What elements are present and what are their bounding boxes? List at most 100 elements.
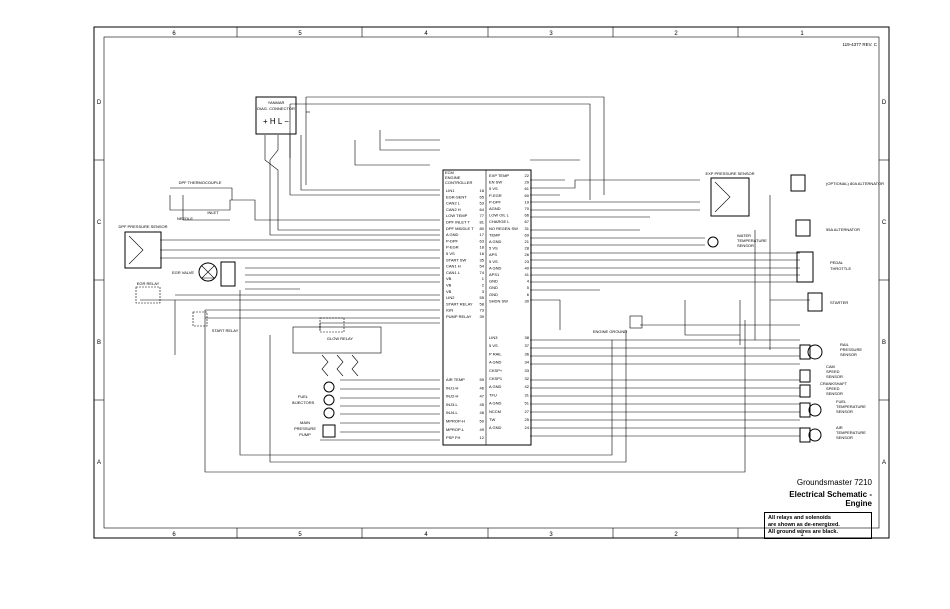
ecm-pin-label: SHDN SW [489, 298, 508, 303]
ecm-pin-number: 27 [525, 409, 530, 414]
ecm-pin-label: INJ4-L [446, 410, 459, 415]
ecm-pin-label: 5 VS [489, 343, 498, 348]
pedal-throttle-label-2: THROTTLE [830, 266, 851, 271]
crank-label-1: CRANKSHAFT [820, 381, 848, 386]
ecm-pin-number: 24 [525, 425, 530, 430]
fuel-temp-label-1: FUEL [836, 399, 847, 404]
crank-label-3: SENSOR [826, 391, 843, 396]
ecm-pin-label: A GND [489, 384, 502, 389]
ecm-pin-label: P-EGR [489, 193, 502, 198]
col-label-bottom-2: 2 [674, 532, 678, 538]
ecm-pin-label: LOW OIL L [489, 213, 510, 218]
col-label-top-2: 2 [674, 31, 678, 37]
ecm-pin-label: P-DPF [446, 238, 459, 243]
ecm-pin-label: INJ2-H [446, 394, 459, 399]
needle-label: NEEDLE [177, 216, 193, 221]
ecm-pin-number: 1 [482, 276, 485, 281]
ecm-pin-number: 40 [525, 265, 530, 270]
dpf-pressure-sensor: DPF PRESSURE SENSOR [118, 224, 168, 269]
ecm-pin-label: TW [489, 417, 495, 422]
note-line-1: All relays and solenoids [768, 515, 831, 521]
outer-border [93, 26, 890, 539]
start-relay: START RELAY [192, 311, 239, 333]
title-block: Groundsmaster 7210 Electrical Schematic … [764, 478, 872, 539]
ecm-pin-number: 73 [480, 308, 485, 313]
ecm-pin-label: START SW [446, 257, 466, 262]
ecm-pin-number: 32 [525, 376, 530, 381]
ecm-pin-label: APS [489, 252, 497, 257]
ecm-pin-number: 12 [480, 435, 485, 440]
water-temp-label-2: TEMPERATURE [737, 238, 767, 243]
egr-relay-label: EGR RELAY [137, 281, 160, 286]
pedal-throttle-label-1: PEDAL [830, 260, 844, 265]
ecm-pin-label: CAN1 H [446, 264, 461, 269]
yanmar-pins: + H L − [263, 117, 289, 126]
ecm-pin-number: 4 [527, 279, 530, 284]
ecm-pin-number: 50 [480, 419, 485, 424]
col-label-bottom-1: 1 [800, 532, 804, 538]
ecm-pin-number: 31 [525, 226, 530, 231]
ecm-pin-number: 49 [480, 427, 485, 432]
ecm-pin-number: 33 [525, 368, 530, 373]
dpf-thermocouple: DPF THERMOCOUPLE NEEDLE INLET [170, 180, 233, 221]
ecm-pin-label: CAN2 H [446, 207, 461, 212]
ecm-pin-label: TEMP [489, 232, 500, 237]
ecm-pin-label: NCCM [489, 409, 501, 414]
ecm-pin-number: 66 [525, 213, 530, 218]
ecm-pin-number: 28 [525, 246, 530, 251]
ecm-pin-number: 23 [525, 259, 530, 264]
air-temp-sensor: AIR TEMPERATURE SENSOR [799, 425, 866, 443]
dpf-thermocouple-label: DPF THERMOCOUPLE [179, 180, 222, 185]
engine-ground: ENGINE GROUND [593, 315, 643, 334]
egr-valve: EGR VALVE [172, 261, 236, 287]
note-line-3: All ground wires are black. [768, 529, 838, 535]
crankshaft-speed-sensor: CRANKSHAFT SPEED SENSOR [799, 381, 848, 398]
ecm-pin-number: 58 [480, 301, 485, 306]
ecm-pin-label: P-DPF [489, 199, 502, 204]
ecm-pin-label: DPF INLET T [446, 220, 470, 225]
starter: STARTER [807, 292, 848, 312]
row-label-left-a: A [97, 460, 101, 466]
water-temp-label-1: WATER [737, 233, 751, 238]
ecm-pin-label: EN SW [489, 180, 502, 185]
ecm-pin-number: 80 [480, 226, 485, 231]
cam-label-3: SENSOR [826, 374, 843, 379]
ecm-pin-label: 5 VS [489, 186, 498, 191]
ecm-pin-label: P RAIL [489, 351, 502, 356]
col-label-top-1: 1 [800, 31, 804, 37]
yanmar-diag-connector: YANMAR DIAG. CONNECTOR + H L − [255, 96, 297, 135]
ecm-pin-label: INJ1-H [446, 385, 459, 390]
row-label-right-c: C [882, 220, 887, 226]
col-label-top-4: 4 [424, 31, 428, 37]
ecm-pin-label: CHARGE L [489, 219, 510, 224]
row-label-right-b: B [882, 340, 886, 346]
ecm-pin-label: MPROP-L [446, 427, 465, 432]
crank-label-2: SPEED [826, 386, 840, 391]
ecm-pin-number: 3 [482, 289, 485, 294]
egr-relay: EGR RELAY [135, 281, 161, 304]
ecm-pin-label: A GND [446, 232, 459, 237]
ecm-pin-number: 77 [480, 213, 485, 218]
ecm-pin-label: P-EGR [446, 245, 459, 250]
fuel-temp-label-2: TEMPERATURE [836, 404, 866, 409]
ecm-pin-label: A GND [489, 239, 502, 244]
ecm-pin-number: 17 [480, 232, 485, 237]
fuel-temp-sensor: FUEL TEMPERATURE SENSOR [799, 399, 866, 418]
ecm-pin-label: VB [446, 276, 452, 281]
wiring [140, 96, 810, 473]
ecm-pin-label: INJ3-L [446, 402, 459, 407]
drawing-number: 119-4377 REV. C [842, 42, 877, 47]
ecm-pin-number: 46 [480, 385, 485, 390]
ecm-pin-label: LIN1 [446, 188, 455, 193]
ecm-pin-number: 34 [525, 360, 530, 365]
ecm-pin-number: 29 [525, 180, 530, 185]
ecm-pin-number: 25 [525, 417, 530, 422]
ecm-pin-label: LOW TEMP [446, 213, 468, 218]
alternators: (OPTIONAL) 80A ALTERNATOR 55A ALTERNATOR [790, 174, 884, 237]
glow-relay: GLOW RELAY [292, 317, 382, 377]
ecm-pin-number: 63 [480, 238, 485, 243]
inner-border [103, 36, 880, 529]
